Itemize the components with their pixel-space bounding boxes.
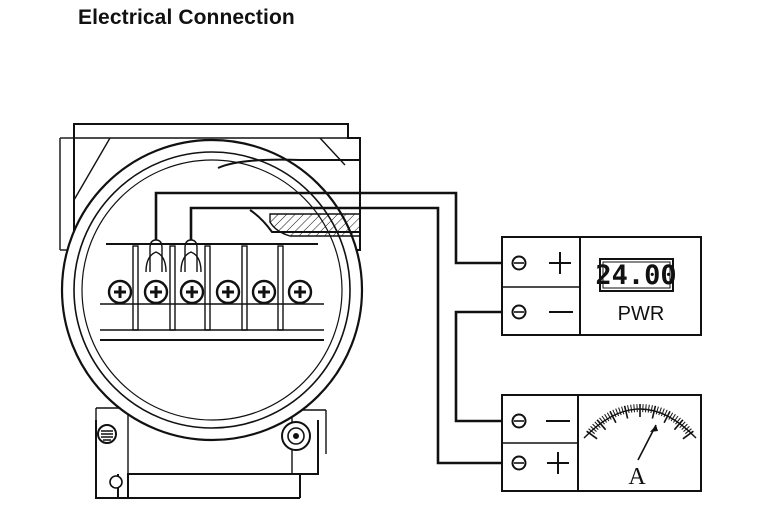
- terminal-block: [100, 243, 324, 341]
- ground-terminal-icon: [97, 424, 123, 489]
- meter-tick: [623, 405, 629, 419]
- cable-gland-icon: [217, 158, 361, 237]
- meter-tick: [627, 405, 630, 414]
- power-supply: 24.00 PWR: [501, 236, 702, 336]
- meter-tick: [618, 407, 622, 416]
- meter-tick: [586, 430, 598, 440]
- meter-tick: [630, 404, 633, 413]
- lcd-value: 24.00: [595, 260, 676, 291]
- meter-tick: [633, 404, 635, 413]
- plus-symbol: [547, 452, 569, 474]
- meter-tick: [599, 417, 605, 425]
- meter-tick: [606, 412, 612, 420]
- meter-tick: [645, 404, 647, 413]
- ammeter-label: A: [628, 464, 646, 490]
- meter-tick: [604, 414, 610, 422]
- ammeter: A: [501, 394, 702, 492]
- meter-tick: [612, 409, 617, 418]
- meter-tick: [682, 430, 694, 440]
- terminal-screw-icon: [107, 279, 313, 305]
- plus-symbol: [549, 252, 571, 274]
- meter-tick: [668, 412, 674, 420]
- page-title: Electrical Connection: [78, 6, 295, 29]
- meter-tick: [679, 421, 686, 429]
- meter-tick: [673, 419, 684, 431]
- meter-tick: [650, 405, 653, 414]
- meter-tick: [663, 410, 671, 424]
- lcd-display: [599, 258, 674, 292]
- meter-tick: [651, 405, 657, 419]
- meter-tick: [592, 423, 599, 430]
- meter-tick: [684, 428, 692, 435]
- meter-tick: [588, 428, 596, 435]
- meter-tick: [655, 406, 659, 415]
- meter-tick: [594, 421, 601, 429]
- meter-tick: [672, 415, 679, 423]
- meter-tick: [615, 408, 620, 417]
- plug-icon: [281, 421, 311, 451]
- meter-tick: [601, 415, 608, 423]
- meter-tick: [681, 423, 688, 430]
- meter-tick: [621, 406, 625, 415]
- meter-tick: [609, 410, 617, 424]
- meter-tick: [647, 404, 650, 413]
- meter-tick: [675, 417, 681, 425]
- meter-tick: [590, 426, 597, 432]
- meter-tick: [663, 409, 668, 418]
- meter-tick: [660, 408, 665, 417]
- pwr-label: PWR: [618, 303, 665, 325]
- wire-loop: [154, 191, 512, 465]
- meter-tick: [658, 407, 662, 416]
- meter-tick: [683, 426, 690, 432]
- meter-tick: [596, 419, 607, 431]
- meter-tick: [670, 414, 676, 422]
- meter-scale: [586, 404, 694, 440]
